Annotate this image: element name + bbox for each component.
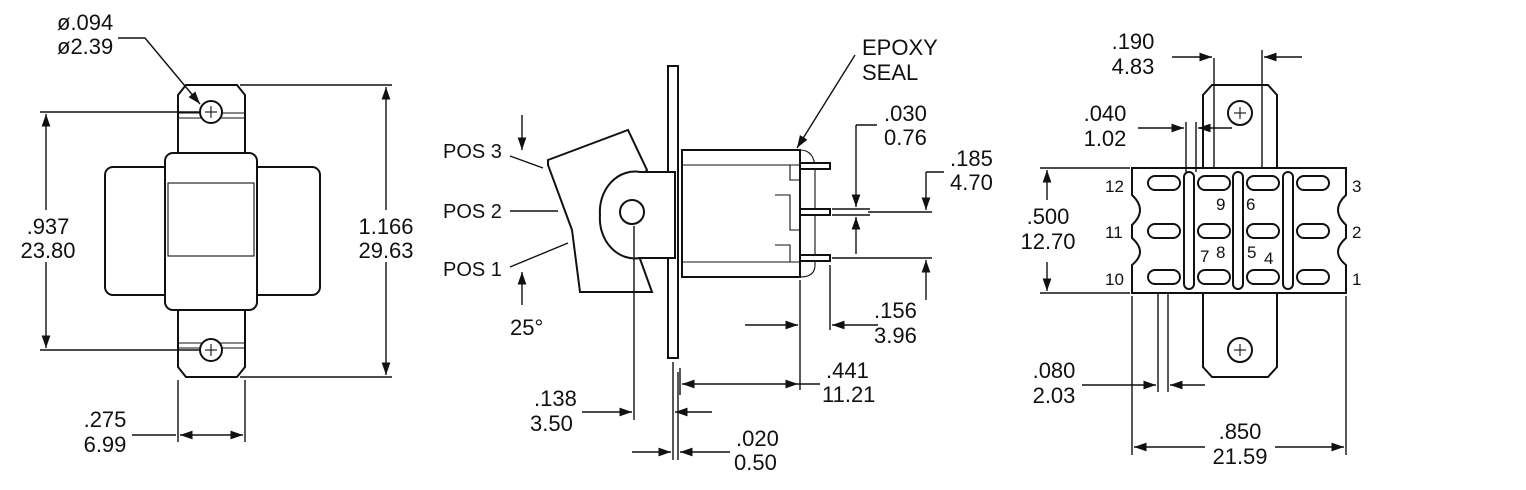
side-terminal-middle xyxy=(799,208,831,216)
pin-label-11: 11 xyxy=(1105,223,1123,242)
terminal-grid xyxy=(1147,175,1330,285)
row-spacing-mm: 12.70 xyxy=(1020,229,1075,254)
tab-width-in-r: .190 xyxy=(1112,29,1155,54)
barrier-mm: 1.02 xyxy=(1084,126,1127,151)
barrier-3 xyxy=(1282,171,1294,290)
term-length-in: .156 xyxy=(874,298,917,323)
side-terminal-top xyxy=(799,162,831,170)
overall-width-mm: 21.59 xyxy=(1212,444,1267,469)
front-view: ø.094 ø2.39 .937 23.80 1.166 29.63 .275 … xyxy=(20,10,413,457)
pos2-label: POS 2 xyxy=(443,201,502,223)
pin-label-8: 8 xyxy=(1216,243,1225,262)
barrier-1 xyxy=(1183,171,1195,290)
term-spacing-mm: 4.70 xyxy=(950,170,993,195)
pivot-offset-mm: 3.50 xyxy=(530,411,573,436)
switch-housing xyxy=(681,149,801,278)
epoxy-label-2: SEAL xyxy=(862,60,918,85)
terminal-width-mm: 2.03 xyxy=(1033,383,1076,408)
row-spacing-in: .500 xyxy=(1027,204,1070,229)
terminal-thk-mm: 0.76 xyxy=(884,125,927,150)
body-depth-in: .441 xyxy=(826,358,869,383)
epoxy-label-1: EPOXY xyxy=(862,35,938,60)
overall-height-mm: 29.63 xyxy=(358,238,413,263)
hole-spacing-in: .937 xyxy=(27,214,70,239)
side-terminal-bottom xyxy=(799,254,831,262)
bottom-view: 12 11 10 3 2 1 9 6 7 8 5 4 .190 4.83 .04… xyxy=(1020,29,1361,469)
pin-label-7: 7 xyxy=(1200,247,1209,266)
hole-spacing-mm: 23.80 xyxy=(20,238,75,263)
pin-label-12: 12 xyxy=(1105,177,1124,196)
pin-label-3: 3 xyxy=(1352,177,1361,196)
pos1-label: POS 1 xyxy=(443,259,502,281)
barrier-2 xyxy=(1232,171,1244,290)
terminal-thk-in: .030 xyxy=(884,101,927,126)
terminal-width-in: .080 xyxy=(1033,358,1076,383)
pivot-offset-in: .138 xyxy=(534,386,577,411)
pin-label-6: 6 xyxy=(1246,195,1255,214)
body-depth-mm: 11.21 xyxy=(822,382,875,407)
term-length-mm: 3.96 xyxy=(874,323,917,348)
pin-label-4: 4 xyxy=(1264,249,1273,268)
overall-height-in: 1.166 xyxy=(358,214,413,239)
hole-dia-in: ø.094 xyxy=(57,10,113,35)
pin-label-1: 1 xyxy=(1352,270,1361,289)
panel-thk-mm: 0.50 xyxy=(734,450,777,475)
panel-thk-in: .020 xyxy=(736,426,779,451)
pin-label-5: 5 xyxy=(1247,243,1256,262)
side-view: POS 3 POS 2 POS 1 25° EPOXY SEAL .030 0.… xyxy=(443,35,993,475)
tab-width-mm-r: 4.83 xyxy=(1112,54,1155,79)
overall-width-in: .850 xyxy=(1219,419,1262,444)
tab-width-in: .275 xyxy=(84,407,127,432)
bottom-view-bottom-tab xyxy=(1202,289,1278,378)
angle-label: 25° xyxy=(510,315,543,340)
tab-width-mm: 6.99 xyxy=(84,432,127,457)
pin-label-10: 10 xyxy=(1105,270,1124,289)
pos3-label: POS 3 xyxy=(443,141,502,163)
term-spacing-in: .185 xyxy=(950,146,993,171)
pin-label-2: 2 xyxy=(1352,223,1361,242)
hole-dia-mm: ø2.39 xyxy=(57,34,113,59)
pin-label-9: 9 xyxy=(1216,195,1225,214)
front-actuator-frame xyxy=(164,152,258,311)
barrier-in: .040 xyxy=(1084,101,1127,126)
